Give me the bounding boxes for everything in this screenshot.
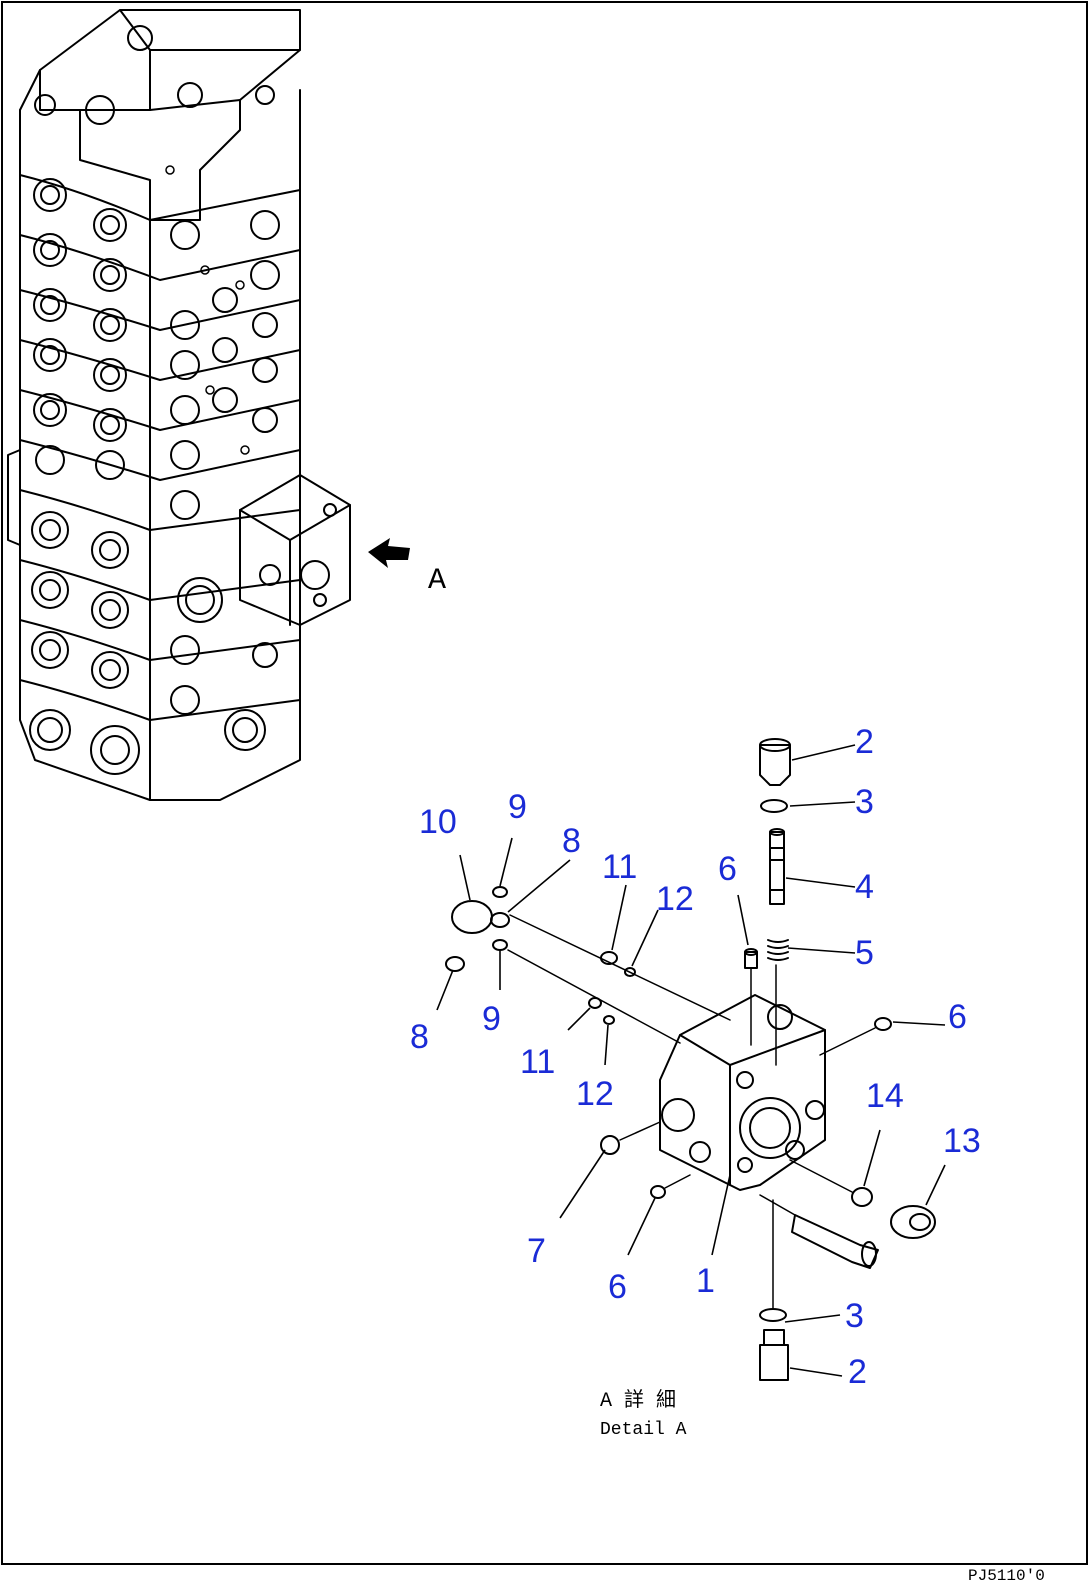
callout-9-top: 9 <box>508 788 527 826</box>
callout-11-top: 11 <box>602 848 637 886</box>
leader-lines <box>436 744 946 1377</box>
callout-8-top: 8 <box>562 822 581 860</box>
callout-10: 10 <box>419 803 457 841</box>
bottom-parts <box>600 1121 936 1381</box>
callout-14: 14 <box>866 1077 904 1115</box>
callout-12-bottom: 12 <box>576 1075 614 1113</box>
callout-6-bottom: 6 <box>608 1268 627 1306</box>
callout-6-right: 6 <box>948 998 967 1036</box>
drawing-id: PJ5110'0 <box>968 1567 1045 1584</box>
callout-5: 5 <box>855 934 874 972</box>
detail-a-block-on-stack <box>239 474 351 626</box>
callout-6-top: 6 <box>718 850 737 888</box>
callout-1: 1 <box>696 1262 715 1300</box>
valve-housing <box>659 994 826 1191</box>
callout-9-bottom: 9 <box>482 1000 501 1038</box>
left-parts <box>445 886 731 1044</box>
fitting-6-right <box>819 1017 892 1056</box>
valve-ports-right <box>165 165 280 751</box>
callout-4: 4 <box>855 868 874 906</box>
detail-caption-english: Detail A <box>600 1420 687 1440</box>
callout-8-bottom: 8 <box>410 1018 429 1056</box>
top-parts <box>759 738 791 1066</box>
detail-a-exploded: 2 3 4 5 6 6 6 7 1 3 2 14 13 10 9 8 11 12… <box>410 723 981 1440</box>
detail-caption-japanese: A 詳 細 <box>600 1388 676 1413</box>
callout-2-bottom: 2 <box>848 1353 867 1391</box>
valve-sections <box>19 174 301 801</box>
callout-11-bottom: 11 <box>520 1043 555 1081</box>
callout-7: 7 <box>527 1232 546 1270</box>
view-label-a: A <box>428 564 446 598</box>
view-arrow-a: A <box>368 538 446 598</box>
control-valve-assembly <box>7 9 351 801</box>
callout-3-top: 3 <box>855 783 874 821</box>
callout-2-top: 2 <box>855 723 874 761</box>
callout-13: 13 <box>943 1122 981 1160</box>
valve-ports <box>29 178 140 775</box>
callout-12-top: 12 <box>656 880 694 918</box>
fitting-6-top <box>744 948 758 1046</box>
callout-3-bottom: 3 <box>845 1297 864 1335</box>
callout-numbers: 2 3 4 5 6 6 6 7 1 3 2 14 13 10 9 8 11 12… <box>410 723 981 1391</box>
